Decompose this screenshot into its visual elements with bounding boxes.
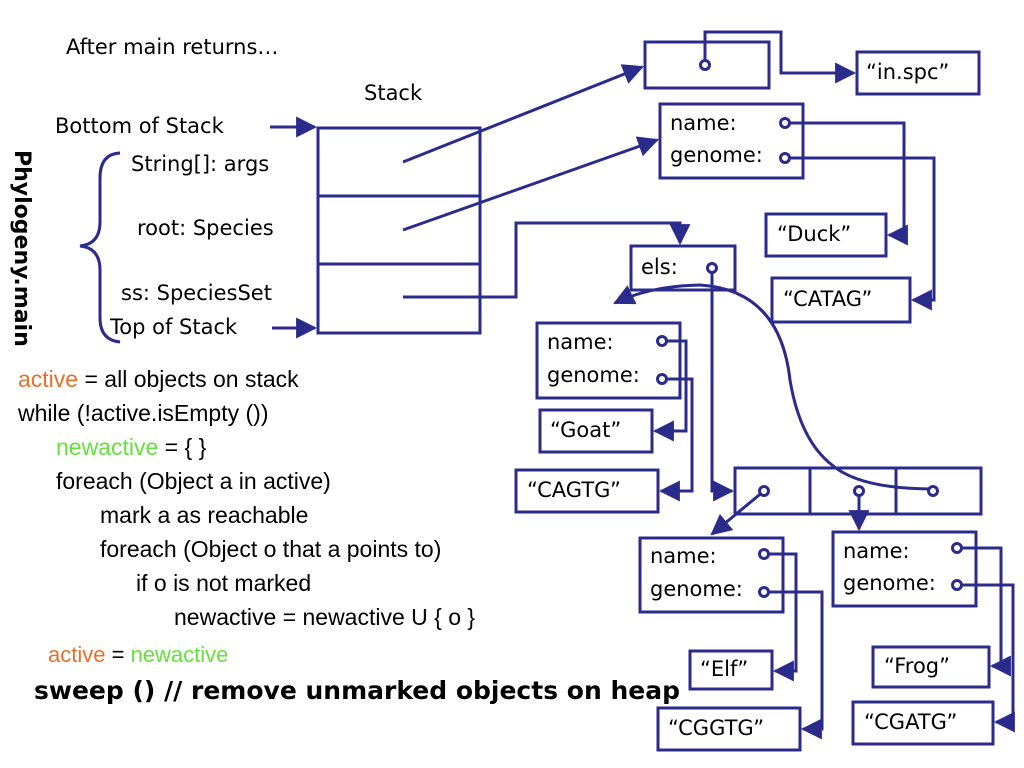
goat-genome-label: genome:	[547, 363, 640, 387]
code-line-3: newactive = { }	[56, 436, 206, 459]
frog-genome-label: genome:	[843, 571, 936, 595]
els-pointer	[710, 268, 735, 502]
frames-brace	[79, 151, 121, 344]
sweep-line: sweep () // remove unmarked objects on h…	[34, 676, 680, 705]
cgatg-text: “CGATG”	[864, 710, 958, 734]
goat-genome-pointer	[658, 377, 694, 502]
cagtg-box	[514, 468, 660, 514]
in-spc-box	[855, 50, 981, 96]
els-label: els:	[641, 255, 678, 279]
frog-string-box	[871, 645, 991, 689]
root-name-label: name:	[670, 111, 737, 135]
goat-genome-dot	[656, 373, 668, 385]
code-line-9-eq: =	[105, 642, 131, 667]
frog-text: “Frog”	[884, 654, 951, 678]
ss-pointer	[403, 221, 691, 299]
code-line-9: active = newactive	[48, 644, 228, 666]
code-line-5: mark a as reachable	[100, 502, 309, 528]
elf-name-pointer	[764, 552, 798, 682]
code-keyword-newactive: newactive	[56, 434, 159, 460]
goat-species-box	[535, 321, 682, 400]
code-line-8: newactive = newactive U { o }	[174, 604, 476, 630]
top-of-stack-label: Top of Stack	[110, 315, 238, 339]
goat-name-label: name:	[547, 330, 614, 354]
frame-args: String[]: args	[131, 152, 270, 176]
frog-species-box	[831, 530, 978, 608]
elf-string-box	[688, 649, 774, 691]
els-1-dot	[853, 485, 865, 497]
goat-name-dot	[656, 335, 668, 347]
elf-name-label: name:	[650, 544, 717, 568]
code-line-6: foreach (Object o that a points to)	[100, 536, 442, 562]
root-genome-dot	[779, 152, 791, 164]
catag-text: “CATAG”	[783, 287, 873, 311]
code-keyword-newactive-2: newactive	[130, 642, 229, 667]
els-0-pointer	[710, 489, 765, 536]
specieset-box	[629, 244, 737, 292]
code-line-7: if o is not marked	[136, 570, 312, 596]
goat-text: “Goat”	[550, 418, 622, 442]
frog-genome-pointer	[957, 583, 1015, 733]
args-element-dot	[699, 59, 711, 71]
args-array-box	[643, 40, 771, 90]
root-genome-pointer	[785, 156, 936, 311]
elf-name-dot	[758, 548, 770, 560]
frog-name-dot	[951, 542, 963, 554]
caption: After main returns…	[66, 35, 279, 59]
els-2-pointer	[613, 283, 934, 491]
cggtg-text: “CGGTG”	[668, 716, 765, 740]
in-spc-text: “in.spc”	[866, 60, 950, 84]
els-dot	[706, 262, 718, 274]
elf-species-box	[638, 536, 785, 614]
args-pointer	[402, 64, 644, 164]
frog-name-label: name:	[843, 539, 910, 563]
code-keyword-active: active	[18, 366, 79, 392]
code-keyword-active-2: active	[48, 642, 106, 667]
frame-ss: ss: SpeciesSet	[121, 281, 272, 305]
els-2-dot	[927, 485, 939, 497]
duck-box	[764, 212, 888, 258]
bottom-of-stack-label: Bottom of Stack	[55, 114, 224, 138]
catag-box	[770, 276, 912, 324]
elf-text: “Elf”	[700, 657, 749, 681]
goat-name-pointer	[652, 339, 688, 442]
elf-genome-pointer	[764, 590, 824, 740]
code-line-3-rest: = { }	[158, 434, 207, 460]
cggtg-box	[656, 706, 802, 752]
cgatg-box	[851, 700, 995, 746]
code-line-2: while (!active.isEmpty ())	[18, 400, 269, 426]
stack-title: Stack	[364, 81, 423, 105]
cagtg-text: “CAGTG”	[527, 478, 621, 502]
goat-string-box	[538, 408, 654, 454]
method-label: Phylogeny.main	[9, 150, 34, 347]
els-0-dot	[758, 485, 770, 497]
frog-name-pointer	[957, 546, 1011, 677]
root-name-dot	[779, 117, 791, 129]
elf-genome-label: genome:	[650, 577, 743, 601]
root-species-box	[658, 102, 805, 180]
code-line-1-rest: = all objects on stack	[78, 366, 299, 392]
stack-box	[316, 126, 482, 335]
args-element-pointer	[703, 30, 857, 84]
elf-genome-dot	[758, 586, 770, 598]
root-pointer	[402, 136, 659, 232]
frame-root: root: Species	[137, 216, 274, 240]
frog-genome-dot	[951, 579, 963, 591]
code-line-4: foreach (Object a in active)	[56, 468, 331, 494]
root-genome-label: genome:	[670, 143, 763, 167]
duck-text: “Duck”	[777, 222, 852, 246]
code-line-1: active = all objects on stack	[18, 368, 299, 391]
root-name-pointer	[785, 121, 908, 246]
